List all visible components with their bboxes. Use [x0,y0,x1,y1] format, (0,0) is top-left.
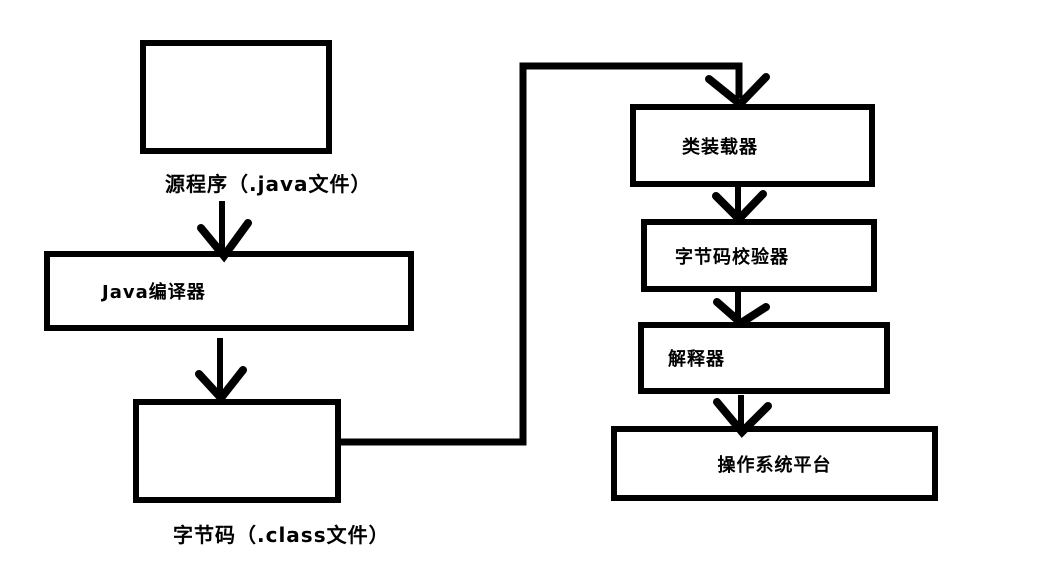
bytecode-verifier-box: 字节码校验器 [641,219,877,292]
os-platform-box: 操作系统平台 [611,426,938,501]
os-platform-label: 操作系统平台 [717,454,832,476]
arrow-source-to-compiler [197,201,252,263]
bytecode-verifier-label: 字节码校验器 [675,246,789,268]
class-loader-label: 类装载器 [682,136,758,158]
interpreter-label: 解释器 [668,349,725,370]
java-compiler-box: Java编译器 [44,251,414,331]
bytecode-caption: 字节码（.class文件） [173,523,390,547]
arrow-compiler-to-bytecode [195,338,247,405]
class-loader-box: 类装载器 [630,104,875,187]
source-program-caption: 源程序（.java文件） [165,172,372,196]
source-program-box [140,40,332,154]
java-compiler-label: Java编译器 [102,282,206,303]
arrow-classloader-to-verifier [712,187,767,225]
arrow-verifier-to-interpreter [713,292,770,328]
bytecode-box [133,399,341,503]
interpreter-box: 解释器 [638,322,890,394]
